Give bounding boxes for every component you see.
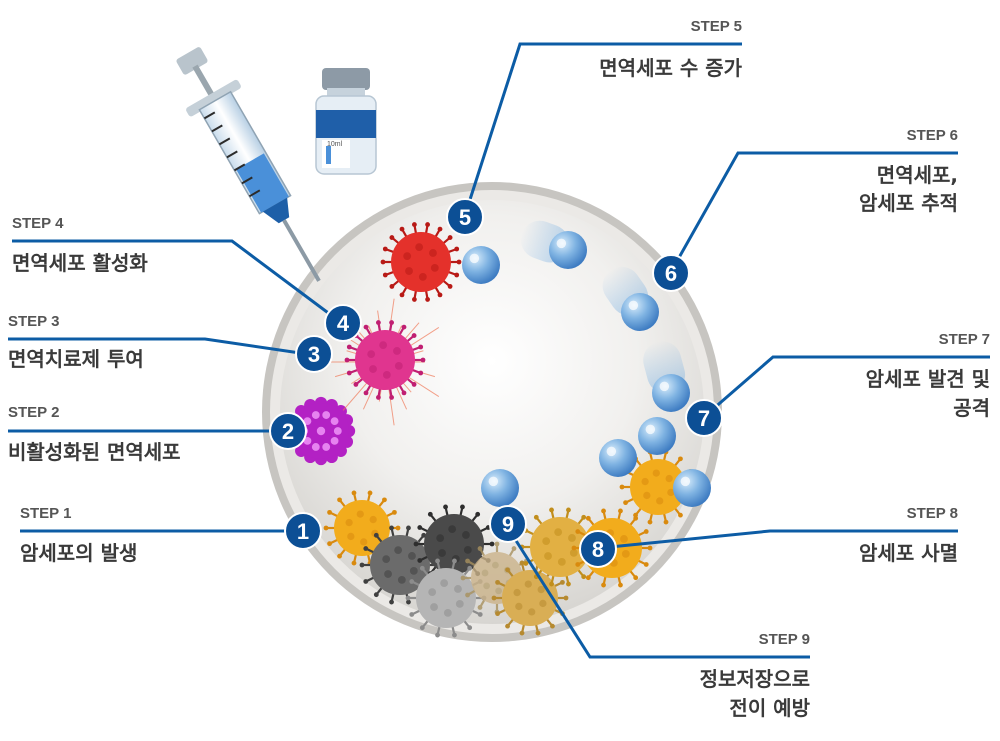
activated-immune-cell: [344, 320, 426, 400]
immune-cell: [643, 341, 690, 412]
immune-cell: [638, 417, 676, 455]
vial-icon: 10ml: [315, 68, 377, 175]
syringe-icon: [176, 47, 321, 282]
leader-line-step9: [506, 527, 810, 659]
step2-desc: 비활성화된 면역세포: [8, 440, 181, 464]
dead-cancer-cell: [405, 558, 487, 638]
inactive-immune-cell: [286, 396, 356, 466]
step7-label: STEP 7: [938, 331, 990, 348]
svg-text:3: 3: [308, 342, 320, 367]
svg-text:9: 9: [502, 512, 514, 537]
step4-desc: 면역세포 활성화: [12, 251, 148, 275]
vial-volume-label: 10ml: [327, 141, 343, 148]
step-badge-1: 1: [284, 512, 322, 550]
immune-cell: [602, 266, 659, 331]
step9-desc-line2: 전이 예방: [729, 696, 810, 720]
step2-label: STEP 2: [8, 404, 60, 421]
svg-text:8: 8: [592, 537, 604, 562]
svg-text:1: 1: [297, 519, 309, 544]
leader-lines: [8, 42, 990, 659]
step8-label: STEP 8: [906, 505, 958, 522]
svg-text:2: 2: [282, 419, 294, 444]
leader-line-step4: [12, 239, 336, 320]
svg-text:5: 5: [459, 205, 471, 230]
leader-line-step8: [599, 529, 958, 550]
step8-desc: 암세포 사멸: [859, 541, 958, 565]
leader-line-step3: [8, 337, 301, 355]
step-badge-6: 6: [652, 254, 690, 292]
step7-desc-line2: 공격: [953, 396, 990, 420]
svg-text:4: 4: [337, 311, 350, 336]
svg-text:7: 7: [698, 406, 710, 431]
step-badge-4: 4: [324, 304, 362, 342]
leader-line-step7: [704, 355, 990, 418]
svg-text:6: 6: [665, 261, 677, 286]
step-badge-9: 9: [489, 505, 527, 543]
step6-desc-line2: 암세포 추적: [859, 191, 958, 215]
step6-label: STEP 6: [906, 127, 958, 144]
leader-line-step6: [670, 151, 958, 271]
dead-cancer-cell: [359, 525, 441, 605]
step7-desc-line1: 암세포 발견 및: [865, 367, 990, 391]
step-badge-2: 2: [269, 412, 307, 450]
immune-cell: [599, 439, 637, 477]
immune-cell: [520, 220, 587, 269]
step5-desc: 면역세포 수 증가: [599, 56, 742, 80]
step5-label: STEP 5: [690, 18, 742, 35]
step3-label: STEP 3: [8, 313, 60, 330]
immune-cell: [673, 469, 711, 507]
step3-desc: 면역치료제 투여: [8, 347, 144, 371]
immune-cell: [481, 469, 519, 507]
step1-desc: 암세포의 발생: [20, 541, 138, 565]
step-badges: 1 2 3 4 5 6 7 8 9: [269, 198, 723, 568]
leader-line-step5: [464, 42, 742, 213]
step-badge-3: 3: [295, 335, 333, 373]
immune-cell: [462, 246, 500, 284]
step-badge-5: 5: [446, 198, 484, 236]
step9-label: STEP 9: [758, 631, 810, 648]
step-badge-7: 7: [685, 399, 723, 437]
cancer-cell: [323, 490, 401, 566]
step-badge-8: 8: [579, 530, 617, 568]
step4-label: STEP 4: [12, 215, 64, 232]
proliferating-immune-cell: [380, 222, 462, 302]
step6-desc-line1: 면역세포,: [876, 163, 958, 187]
step1-label: STEP 1: [20, 505, 72, 522]
step9-desc-line1: 정보저장으로: [699, 667, 810, 691]
